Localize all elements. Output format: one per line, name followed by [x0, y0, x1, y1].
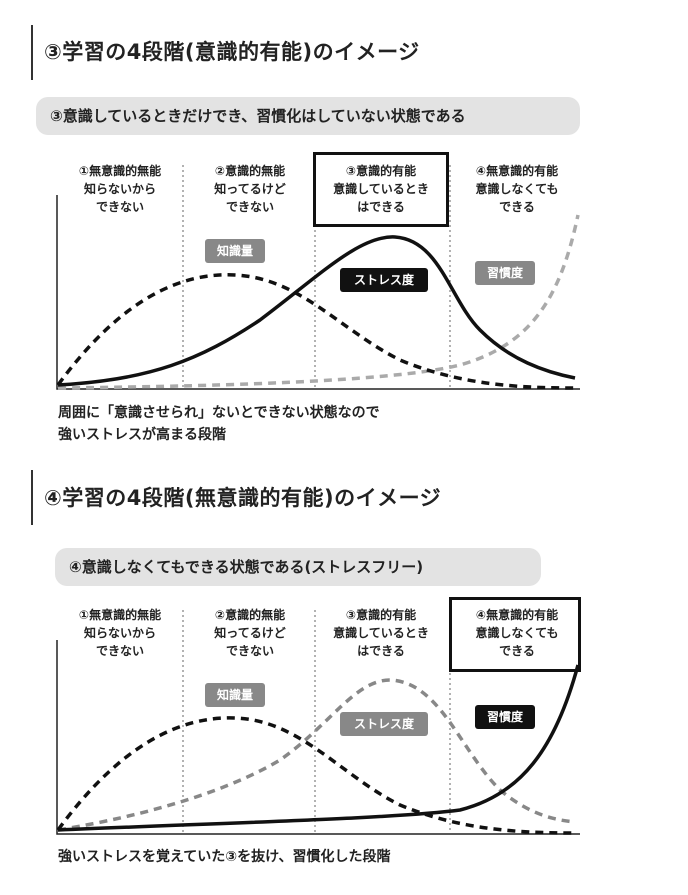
axes	[56, 195, 580, 835]
section-title: ④学習の4段階(無意識的有能)のイメージ	[44, 486, 442, 510]
habit-curve-2	[57, 664, 580, 832]
stage-4: ④無意識的有能意識しなくてもできる	[475, 164, 559, 214]
stage-3: ③意識的有能意識しているときはできる	[333, 164, 429, 214]
habit-label: 習慣度	[475, 261, 535, 285]
habit-label: 習慣度	[475, 705, 535, 729]
summary-pill: ④意識しなくてもできる状態である(ストレスフリー)	[55, 548, 541, 586]
stress-label: ストレス度	[340, 712, 428, 736]
knowledge-label: 知識量	[205, 683, 265, 707]
habit-curve-1	[57, 214, 580, 390]
stage-3: ③意識的有能意識しているときはできる	[333, 608, 429, 658]
title-bar	[31, 470, 33, 525]
highlight-box	[449, 597, 581, 672]
knowledge-label: 知識量	[205, 239, 265, 263]
highlight-box	[313, 152, 449, 227]
title-bar	[31, 25, 33, 80]
section-title: ③学習の4段階(意識的有能)のイメージ	[44, 40, 420, 64]
stress-label: ストレス度	[340, 268, 428, 292]
stage-4: ④無意識的有能意識しなくてもできる	[475, 608, 559, 658]
knowledge-curve-2	[56, 716, 576, 835]
stress-curve-1	[57, 235, 576, 387]
stage-dividers	[182, 165, 451, 833]
knowledge-curve-1	[56, 273, 576, 390]
stress-curve-2	[57, 678, 576, 832]
note: 周囲に「意識させられ」ないとできない状態なので強いストレスが高まる段階	[58, 405, 380, 443]
stage-1: ①無意識的無能知らないからできない	[78, 608, 162, 658]
stage-2: ②意識的無能知ってるけどできない	[214, 164, 286, 214]
stage-2: ②意識的無能知ってるけどできない	[214, 608, 286, 658]
summary-pill: ③意識しているときだけでき、習慣化はしていない状態である	[36, 97, 580, 135]
stage-1: ①無意識的無能知らないからできない	[78, 164, 162, 214]
note: 強いストレスを覚えていた③を抜け、習慣化した段階	[58, 849, 391, 865]
